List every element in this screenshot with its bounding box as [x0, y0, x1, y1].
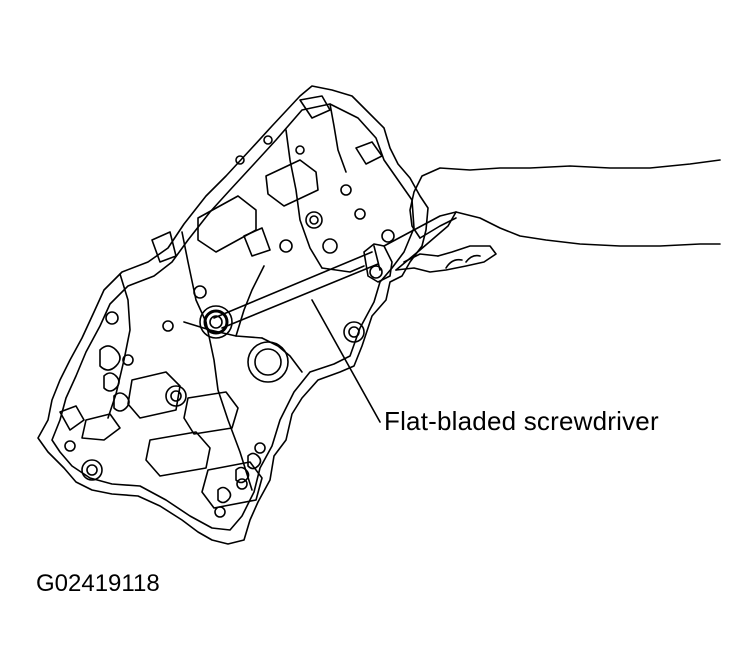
callout-label-screwdriver: Flat-bladed screwdriver — [384, 406, 659, 436]
transmission-case-body — [37, 85, 429, 545]
callout-leader-line — [311, 299, 381, 423]
figure-code: G02419118 — [36, 570, 160, 597]
screwdriver-illustration — [213, 211, 457, 329]
hand-illustration — [395, 159, 721, 273]
